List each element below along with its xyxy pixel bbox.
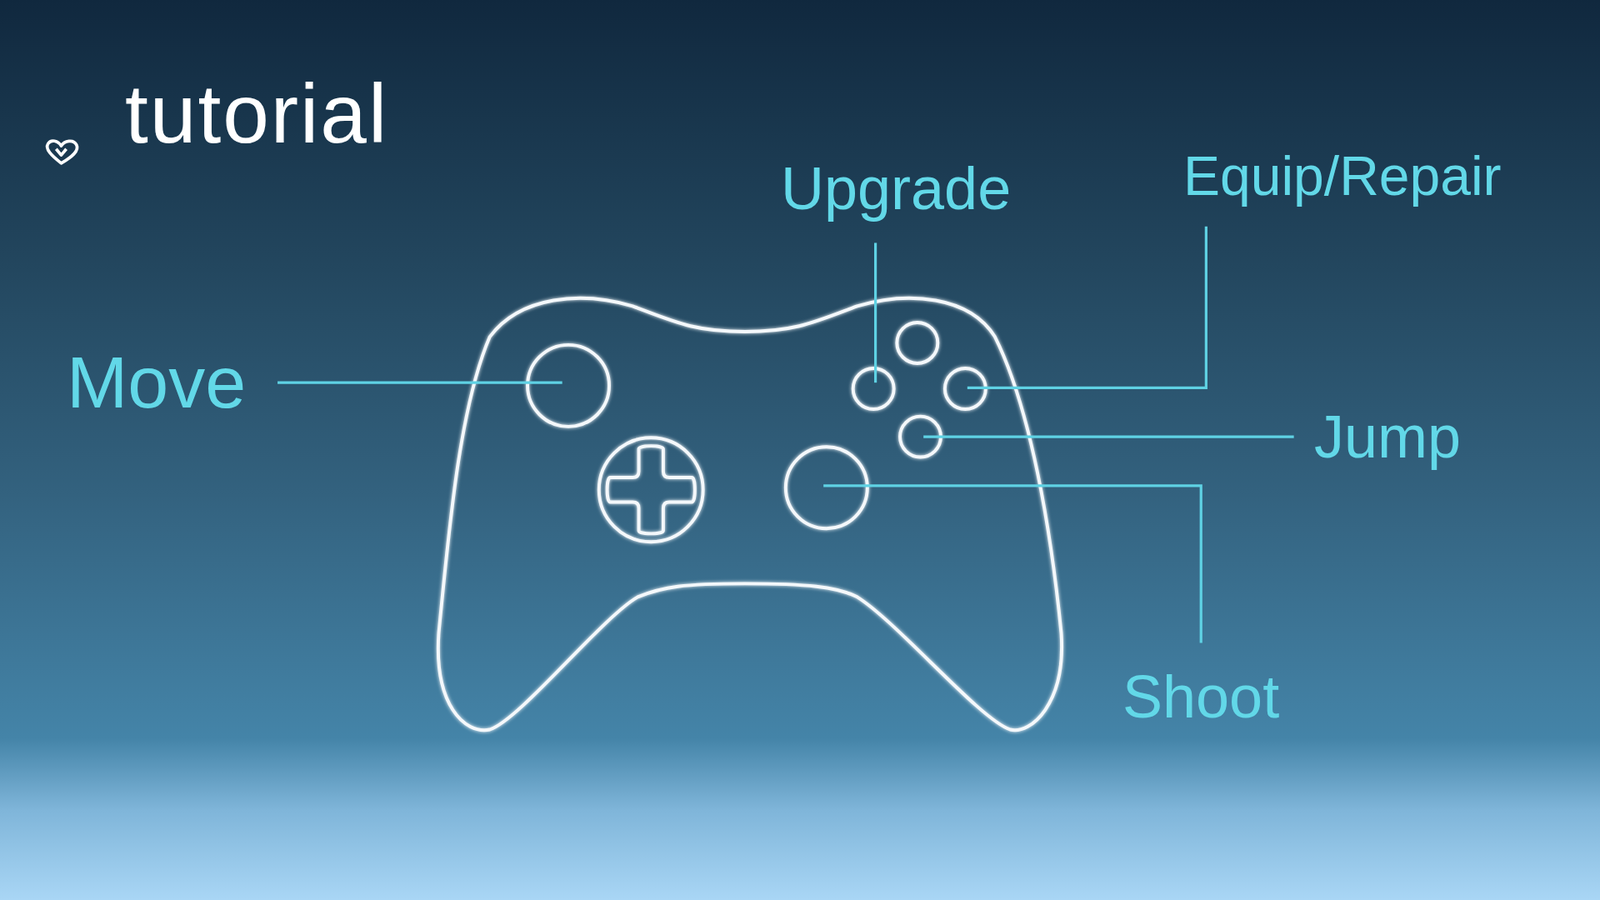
- leader-line: [823, 485, 1201, 644]
- control-label: Move: [66, 345, 246, 420]
- control-label: Jump: [1314, 406, 1461, 467]
- heart-icon: [47, 140, 78, 164]
- leader-line: [277, 381, 563, 385]
- x-button: [853, 368, 895, 410]
- control-label: Equip/Repair: [1183, 148, 1502, 204]
- dpad-ring: [599, 437, 704, 542]
- controller-outline: [438, 298, 1062, 730]
- leader-line: [923, 435, 1294, 438]
- control-label: Shoot: [1122, 666, 1280, 727]
- leader-line: [967, 226, 1207, 388]
- control-label: Upgrade: [780, 158, 1011, 219]
- screen-title: tutorial: [125, 71, 389, 155]
- leader-line: [874, 242, 877, 383]
- dpad-cross: [607, 445, 695, 534]
- left-stick: [527, 345, 610, 427]
- y-button: [896, 322, 938, 364]
- right-stick: [785, 446, 868, 529]
